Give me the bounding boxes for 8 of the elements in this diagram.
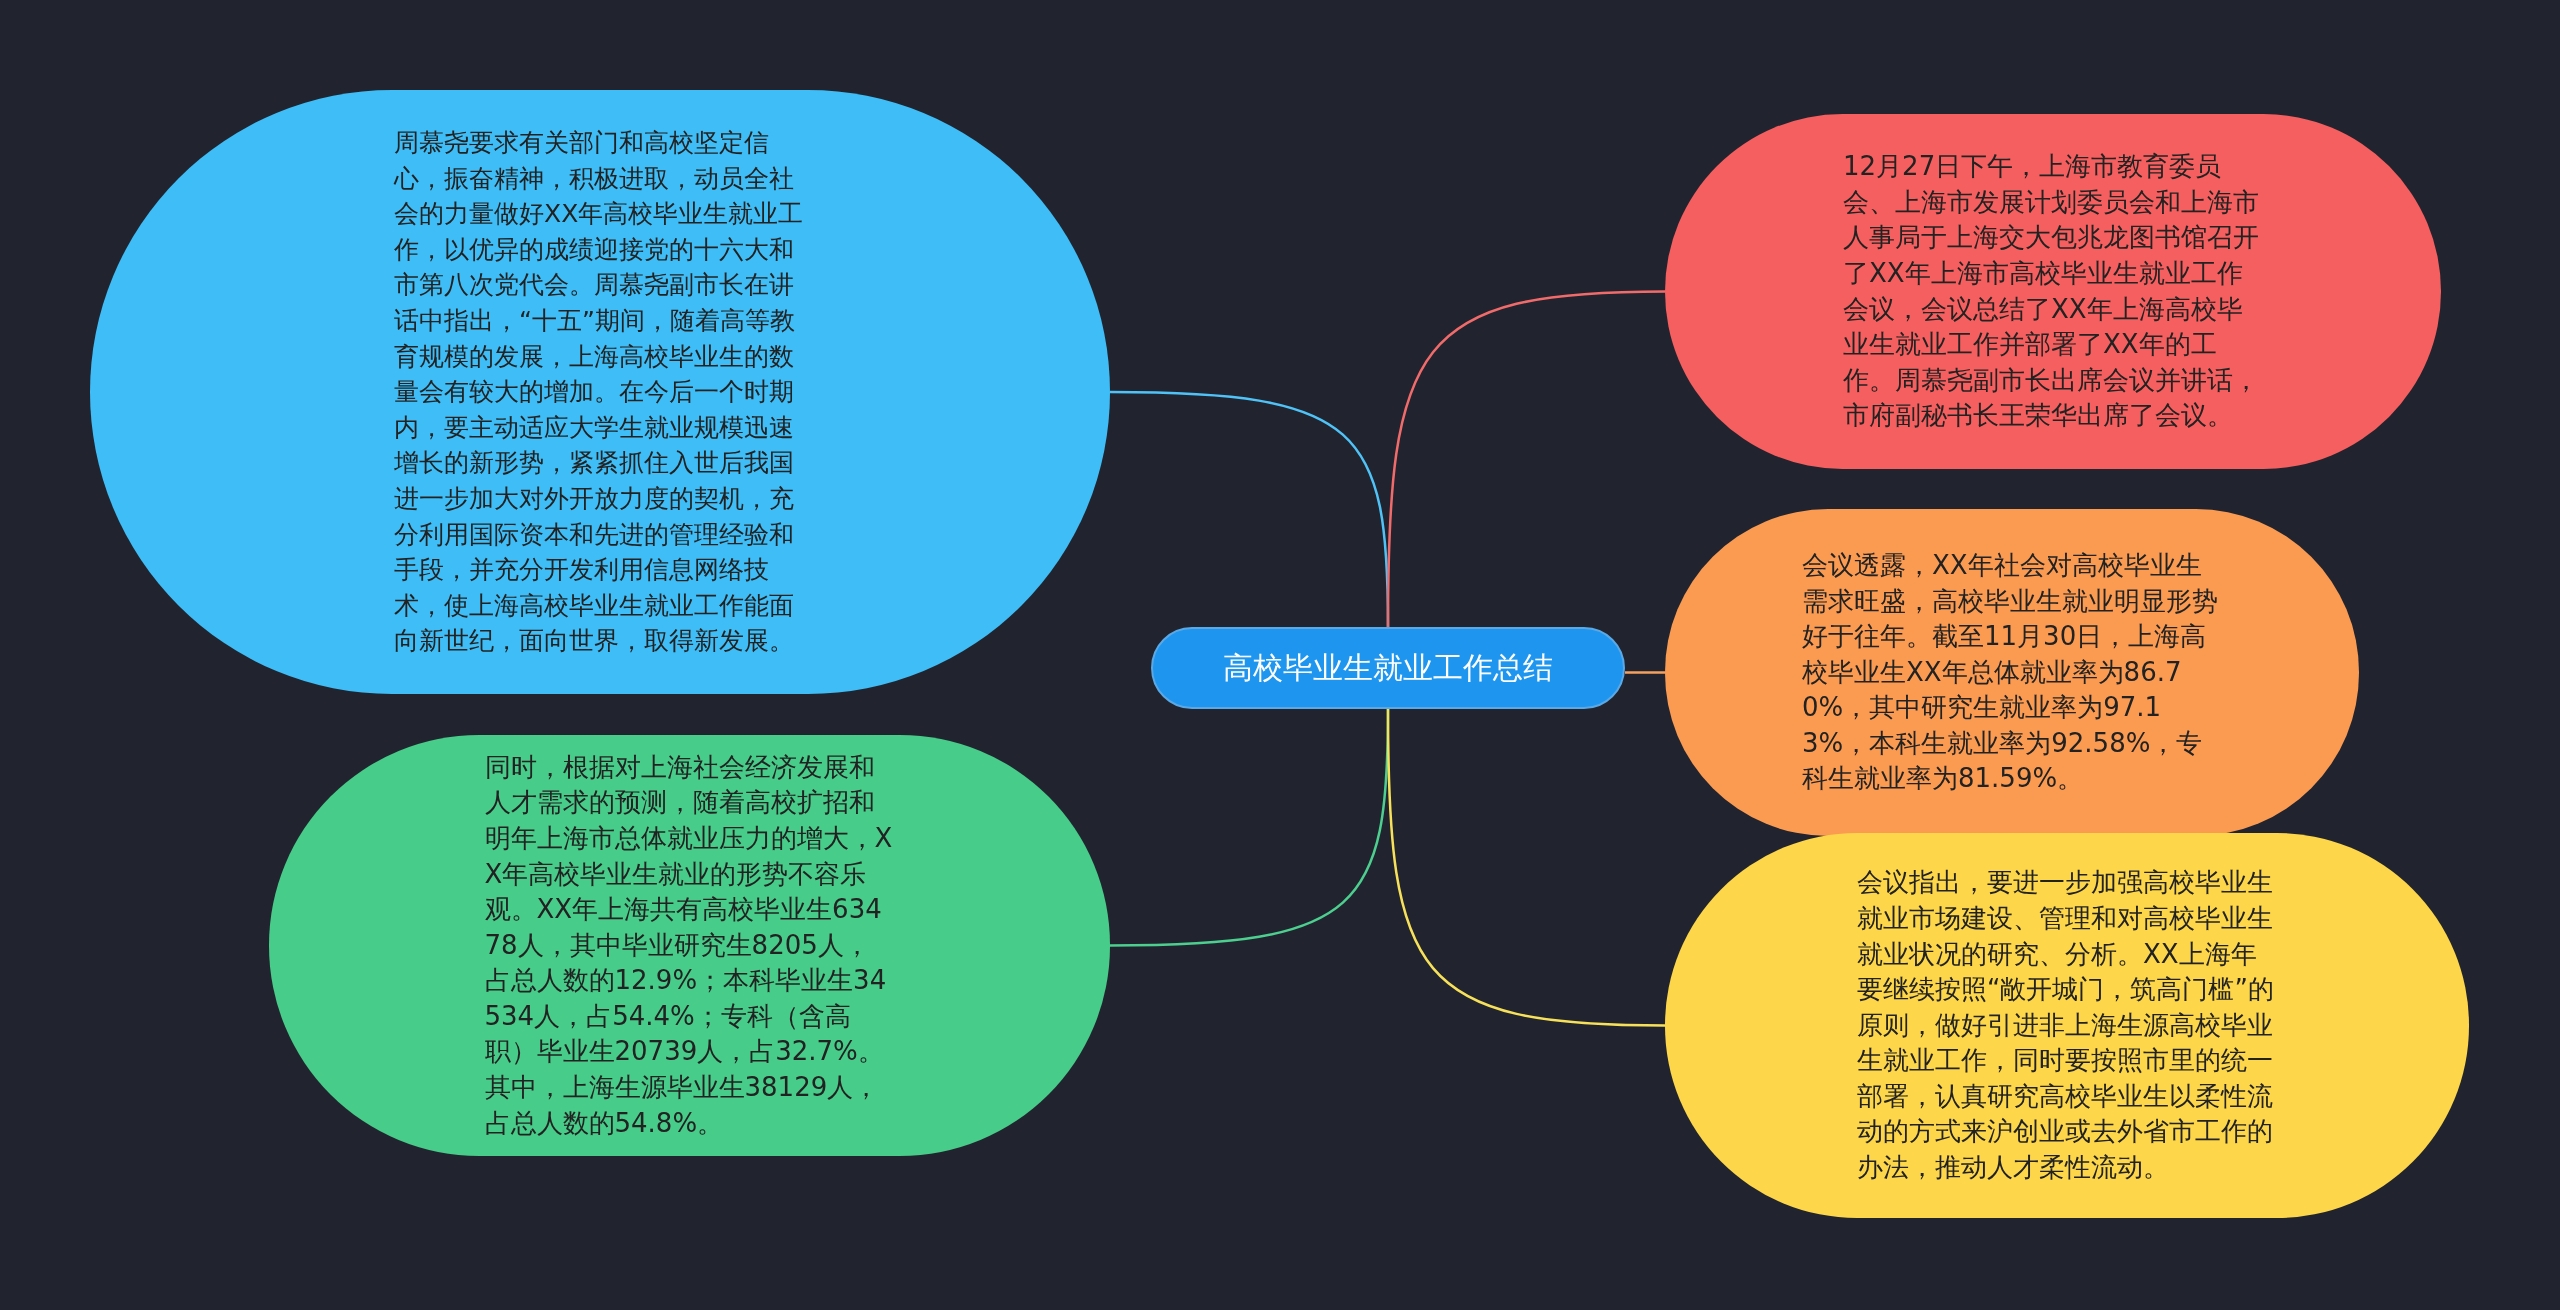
connector-line xyxy=(1625,671,1665,674)
connector-line xyxy=(1386,290,1666,627)
topic-text: 同时，根据对上海社会经济发展和人才需求的预测，随着高校扩招和明年上海市总体就业压力的增大，XX年高校毕业生就业的形势不容乐观。XX年上海共有高校毕业生63478人，其中毕业研究生8205人，占总人数的12.9%；本科毕业生34534人，占54.4%；专科（含高职）毕业生20739人，占32.7%。其中，上海生源毕业生38129人，占总人数的54.8%。 xyxy=(484,750,894,1140)
topic-text: 周慕尧要求有关部门和高校坚定信心，振奋精神，积极进取，动员全社会的力量做好XX年高校毕业生就业工作，以优异的成绩迎接党的十六大和市第八次党代会。周慕尧副市长在讲话中指出，“十五”期间，随着高等教育规模的发展，上海高校毕业生的数量会有较大的增加。在今后一个时期内，要主动适应大学生就业规模迅速增长的新形势，紧紧抓住入世后我国进一步加大对外开放力度的契机，充分利用国际资本和先进的管理经验和手段，并充分开发利用信息网络技术，使上海高校毕业生就业工作能面向新世纪，面向世界，取得新发展。 xyxy=(394,127,805,658)
topic-title: 高校毕业生就业工作总结 xyxy=(1223,650,1553,686)
topic-text: 会议指出，要进一步加强高校毕业生就业市场建设、管理和对高校毕业生就业状况的研究、分析。XX上海年要继续按照“敞开城门，筑高门槛”的原则，做好引进非上海生源高校毕业生就业工作，同时要按照市里的统一部署，认真研究高校毕业生以柔性流动的方式来沪创业或去外省市工作的办法，推动人才柔性流动。 xyxy=(1857,866,2275,1185)
topic-text: 12月27日下午，上海市教育委员会、上海市发展计划委员会和上海市人事局于上海交大包兆龙图书馆召开了XX年上海市高校毕业生就业工作会议，会议总结了XX年上海高校毕业生就业工作并部署了XX年的工作。周慕尧副市长出席会议并讲话，市府副秘书长王荣华出席了会议。 xyxy=(1843,150,2260,433)
topic-text: 会议透露，XX年社会对高校毕业生需求旺盛，高校毕业生就业明显形势好于往年。截至11月30日，上海高校毕业生XX年总体就业率为86.70%，其中研究生就业率为97.13%，本科生就业率为92.58%，专科生就业率为81.59%。 xyxy=(1802,548,2219,796)
